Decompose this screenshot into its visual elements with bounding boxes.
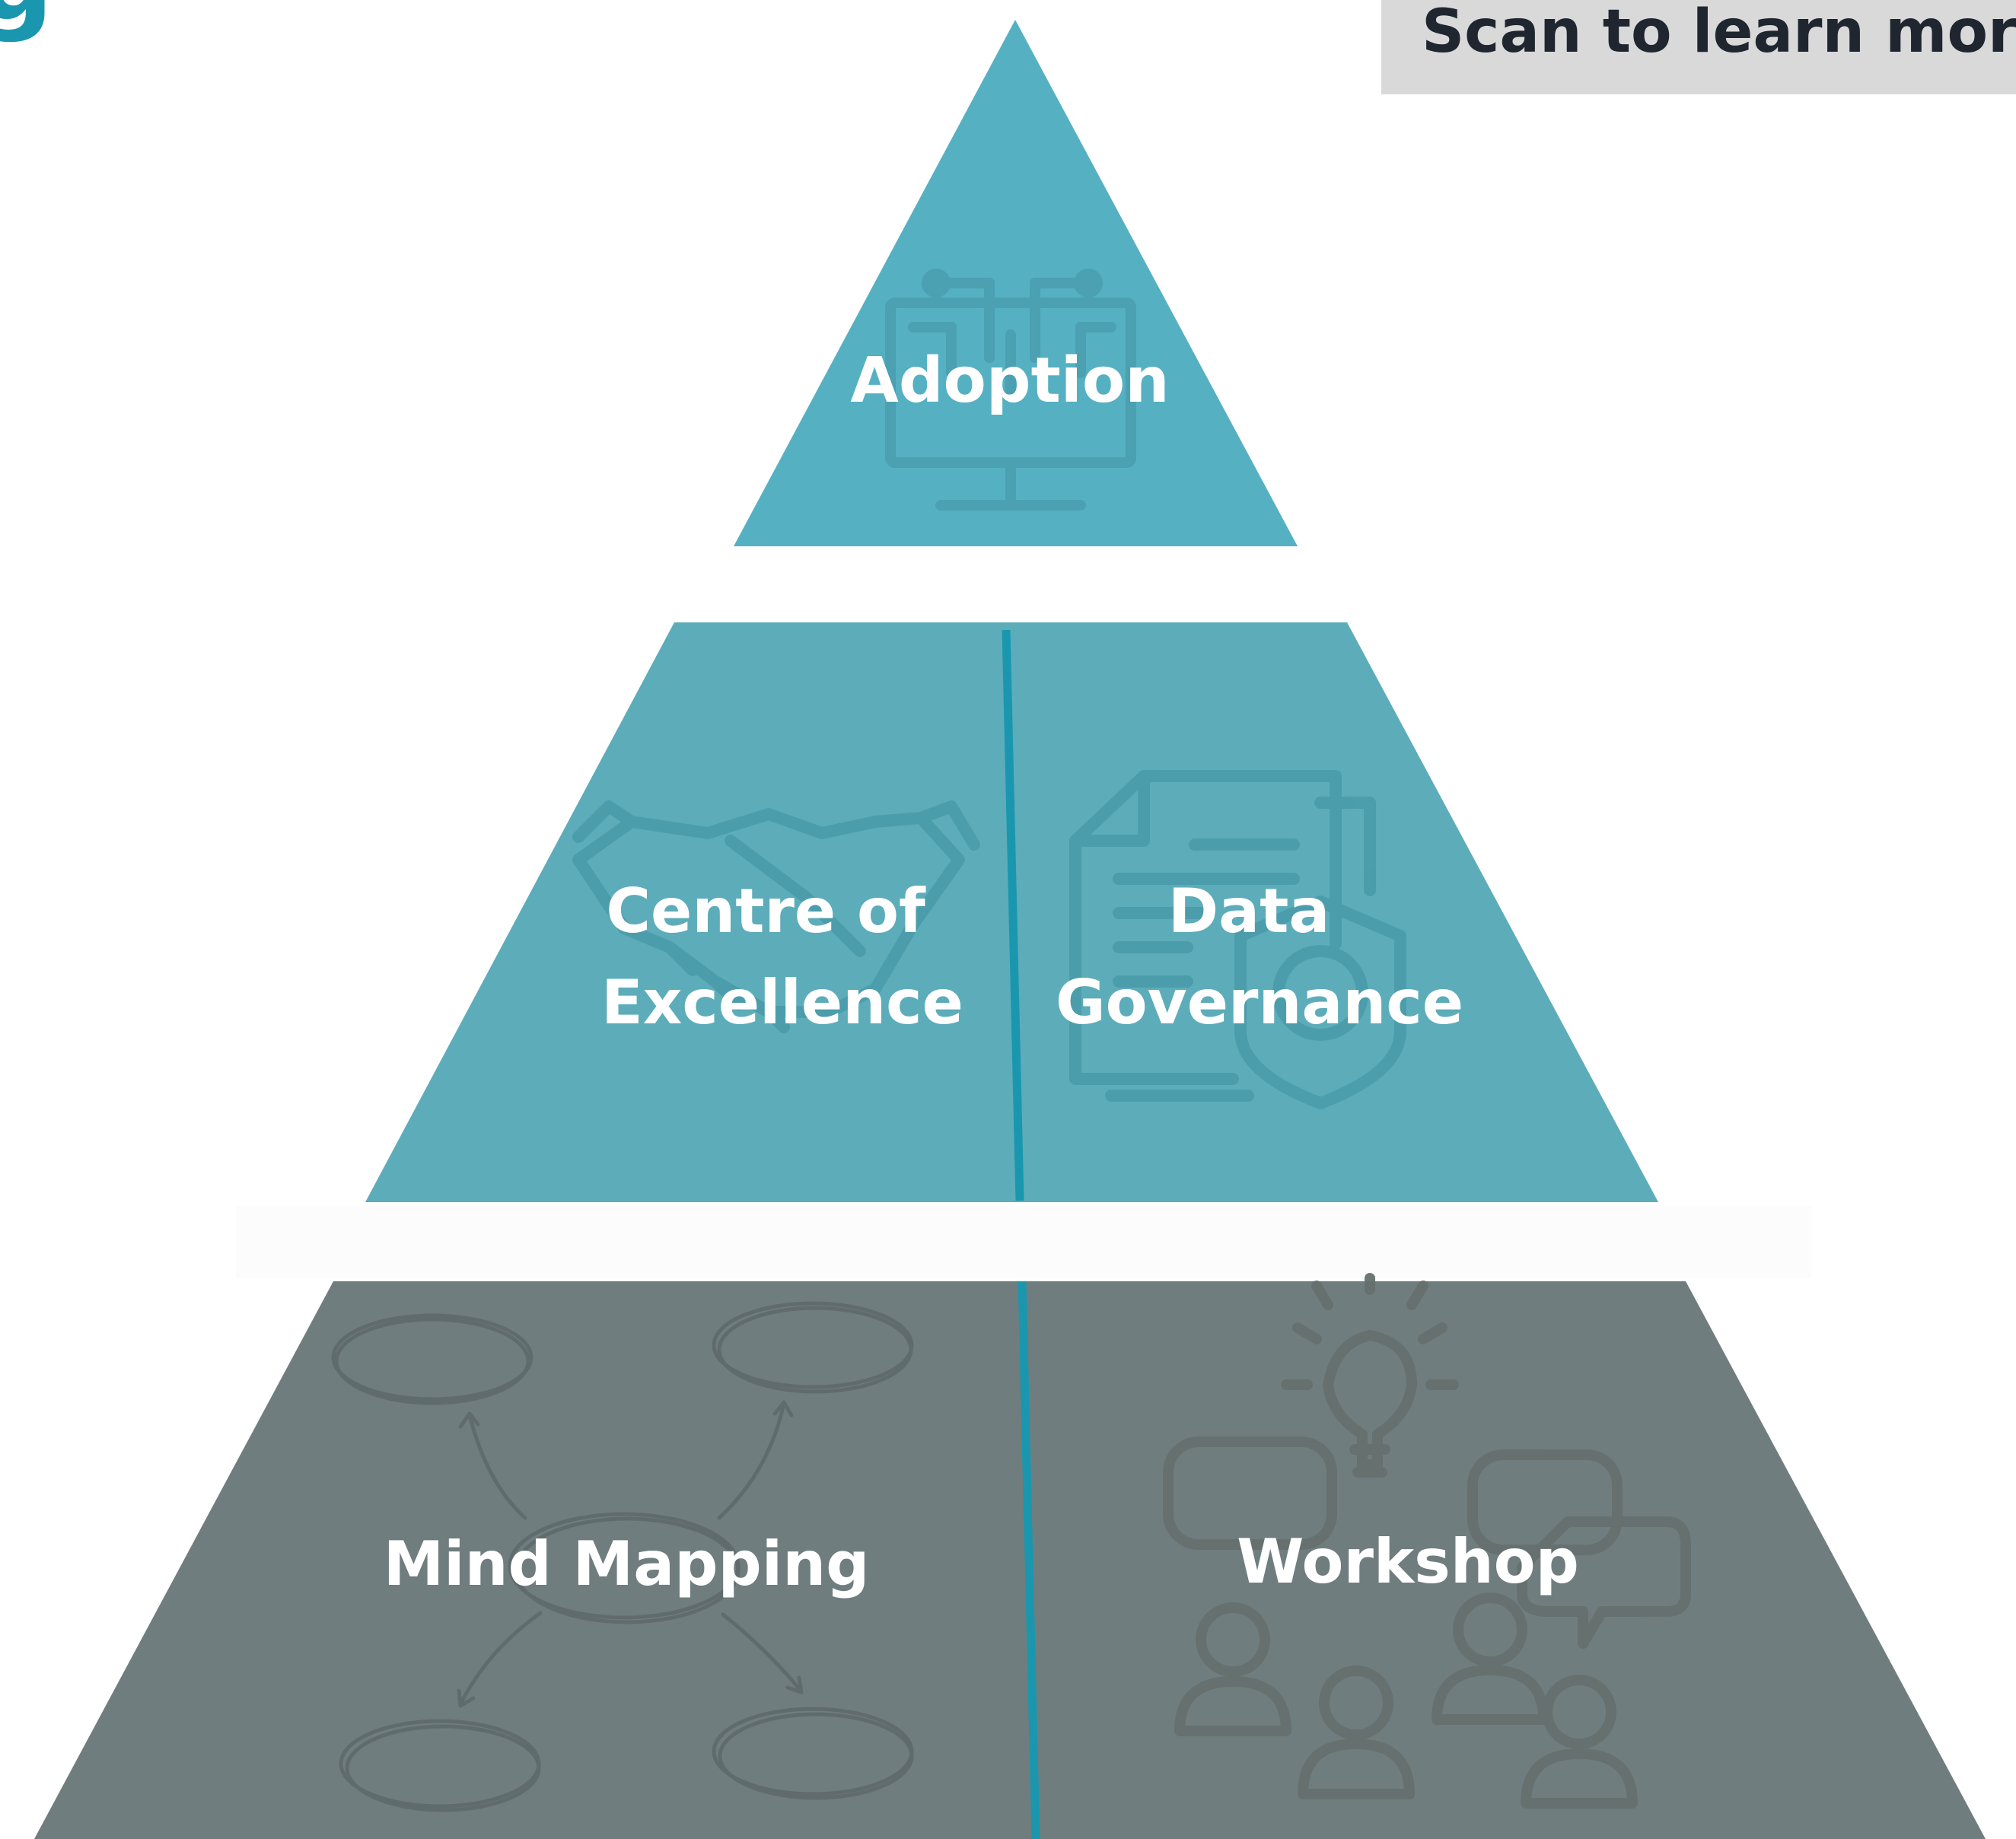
- mind-map-icon: [331, 1301, 914, 1812]
- document-shield-icon: [1069, 770, 1406, 1109]
- pyramid-bottom-tier: Mind Mapping Workshop: [34, 1273, 1986, 1839]
- bottom-divider: [1018, 1281, 1040, 1839]
- top-triangle: [734, 20, 1298, 546]
- banner-text: Scan to learn more: [1422, 0, 2016, 66]
- corner-glyph: g: [0, 0, 53, 45]
- adoption-label: Adoption: [850, 345, 1169, 417]
- pyramid-top-tier: Adoption: [734, 20, 1298, 546]
- centre-of-excellence-line-1: Centre of: [606, 876, 926, 947]
- handshake-icon: [572, 800, 980, 1033]
- scan-banner[interactable]: Scan to learn more: [1381, 0, 2016, 94]
- middle-divider: [1002, 629, 1024, 1201]
- data-governance-line-2: Governance: [1056, 967, 1463, 1038]
- centre-of-excellence-label: Centre of Excellence: [601, 876, 963, 1038]
- data-governance-label: Data Governance: [1056, 876, 1463, 1038]
- computer-network-icon: [885, 269, 1136, 511]
- pyramid-middle-tier: Centre of Excellence Data Governance: [365, 622, 1658, 1202]
- bottom-trapezoid: [34, 1281, 1986, 1839]
- banner-background: [1381, 0, 2016, 94]
- workshop-label: Workshop: [1237, 1526, 1579, 1597]
- workshop-people-icon: [1163, 1273, 1691, 1809]
- tier-gap-strip: [236, 1206, 1811, 1278]
- data-governance-line-1: Data: [1168, 876, 1330, 947]
- centre-of-excellence-line-2: Excellence: [601, 967, 963, 1038]
- mind-mapping-label: Mind Mapping: [384, 1529, 870, 1599]
